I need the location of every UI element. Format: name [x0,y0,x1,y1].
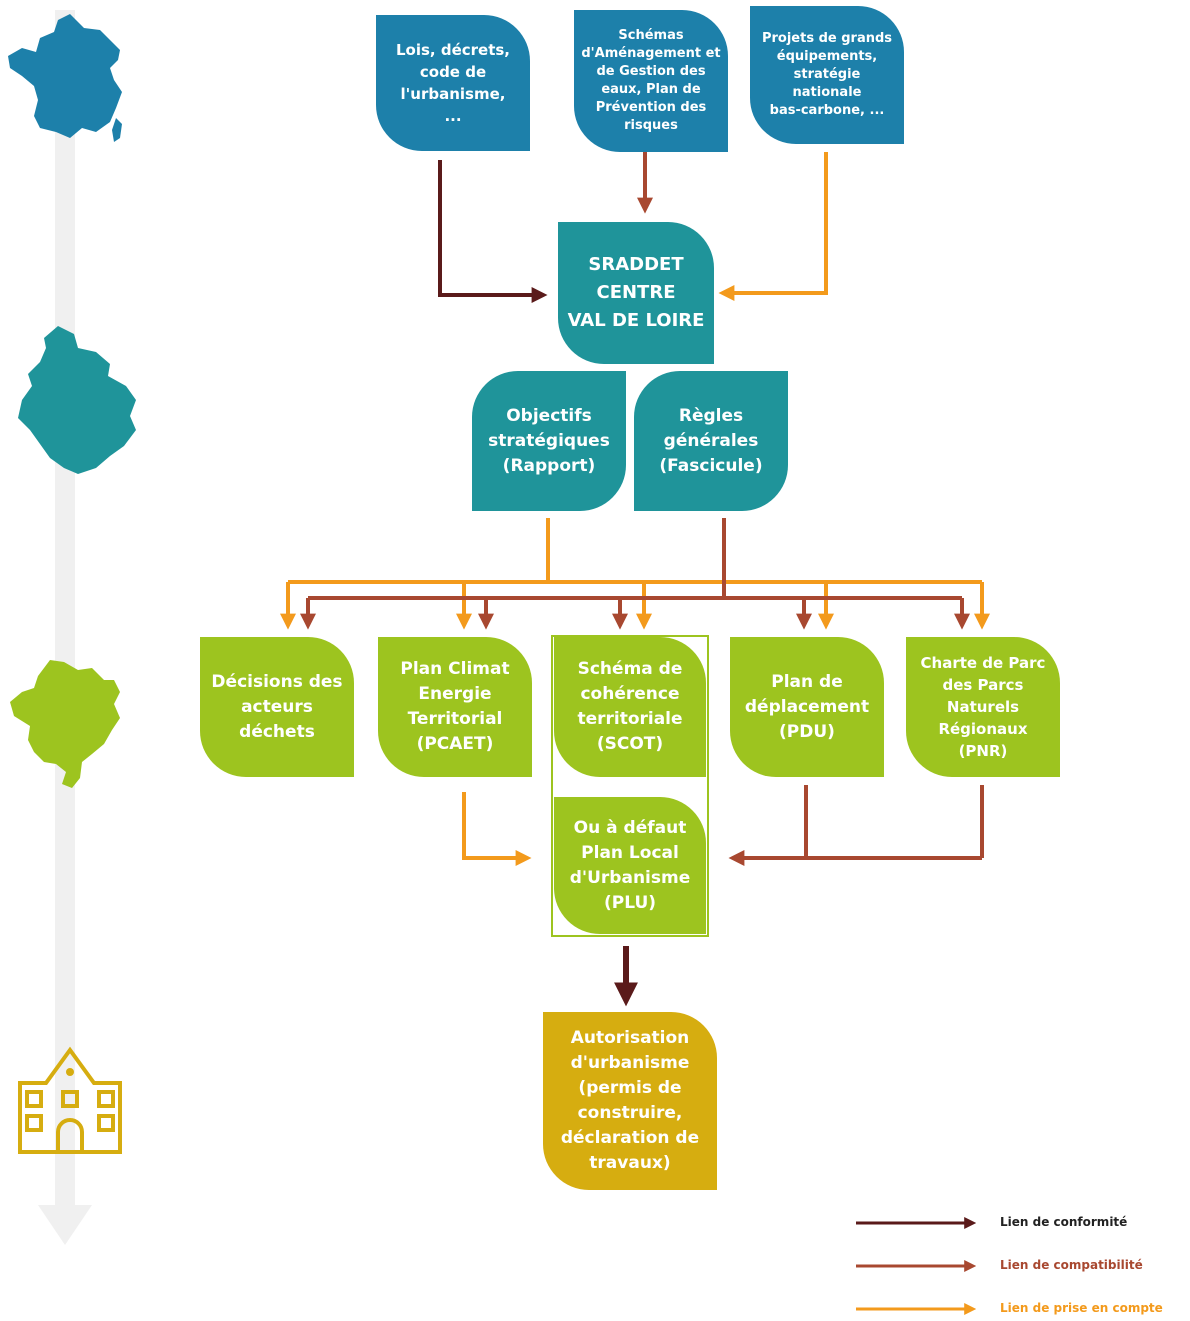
timeline-arrowhead [38,1205,92,1245]
node-autorisation: Autorisation d'urbanisme (permis de cons… [543,1012,717,1190]
timeline-bar [55,10,75,1220]
node-regles: Règles générales (Fascicule) [634,371,788,511]
node-sraddet: SRADDET CENTRE VAL DE LOIRE [558,222,714,364]
scot-plu-frame [551,635,709,937]
legend-label-prise-en-compte: Lien de prise en compte [1000,1301,1163,1315]
node-scot: Schéma de cohérence territoriale (SCOT) [554,637,706,777]
town-hall-icon [18,1046,122,1154]
france-map-icon [8,14,122,138]
legend-label-conformite: Lien de conformité [1000,1215,1128,1229]
node-projets: Projets de grands équipements, stratégie… [750,6,904,144]
node-lois: Lois, décrets, code de l'urbanisme, ... [376,15,530,151]
node-decisions: Décisions des acteurs déchets [200,637,354,777]
link-projets-sraddet [718,152,828,301]
node-schemas: Schémas d'Aménagement et de Gestion des … [574,10,728,152]
node-plu: Ou à défaut Plan Local d'Urbanisme (PLU) [554,797,706,934]
node-pcaet: Plan Climat Energie Territorial (PCAET) [378,637,532,777]
corsica-icon [112,118,122,142]
link-pcaet-plu [462,792,532,866]
centre-val-de-loire-map-icon [18,326,136,474]
link-lois-sraddet [438,160,548,303]
link-pdu-pnr-merge [804,785,984,858]
node-pdu: Plan de déplacement (PDU) [730,637,884,777]
node-pnr: Charte de Parc des Parcs Naturels Région… [906,637,1060,777]
node-objectifs: Objectifs stratégiques (Rapport) [472,371,626,511]
legend-label-compatibilite: Lien de compatibilité [1000,1258,1143,1272]
territory-map-icon [10,660,120,788]
